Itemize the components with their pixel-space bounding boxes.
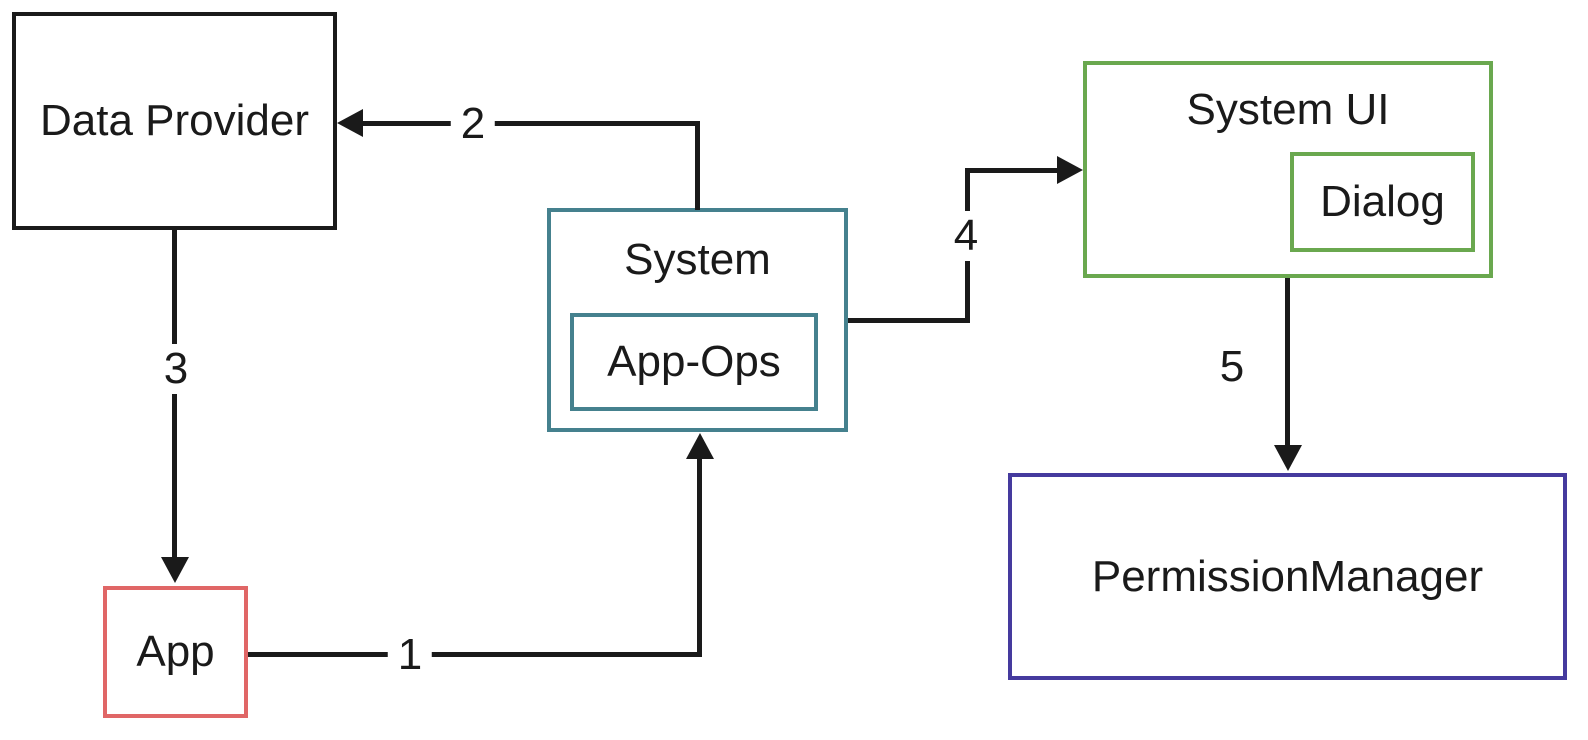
arrow-2-vertical-segment — [695, 121, 700, 210]
arrow-1-horizontal-segment — [248, 652, 702, 657]
system-ui-label: System UI — [1186, 85, 1390, 134]
arrow-4-lower-horizontal-segment — [848, 318, 970, 323]
arrow-4-upper-horizontal-segment — [965, 168, 1060, 173]
app-ops-box: App-Ops — [570, 313, 818, 411]
system-ui-box: System UI Dialog — [1083, 61, 1493, 278]
arrow-5-label: 5 — [1209, 342, 1255, 392]
arrow-3-arrowhead-icon — [161, 557, 189, 583]
arrow-2-label: 2 — [450, 99, 496, 149]
arrow-4-arrowhead-icon — [1057, 156, 1083, 184]
app-box: App — [103, 586, 248, 718]
arrow-1-arrowhead-icon — [686, 433, 714, 459]
arrow-2-arrowhead-icon — [337, 109, 363, 137]
app-label: App — [136, 627, 215, 676]
arrow-3-vertical-segment — [172, 230, 177, 560]
permission-manager-box: PermissionManager — [1008, 473, 1567, 680]
arrow-1-vertical-segment — [697, 454, 702, 657]
dialog-box: Dialog — [1290, 152, 1475, 252]
arrow-1-label: 1 — [387, 630, 433, 680]
data-provider-box: Data Provider — [12, 12, 337, 230]
app-ops-label: App-Ops — [607, 337, 781, 386]
arrow-3-label: 3 — [153, 344, 199, 394]
arrow-2-horizontal-segment — [360, 121, 700, 126]
permission-manager-label: PermissionManager — [1091, 551, 1484, 601]
arrow-5-arrowhead-icon — [1274, 445, 1302, 471]
arrow-4-label: 4 — [943, 211, 989, 261]
system-label: System — [624, 235, 771, 284]
data-provider-label: Data Provider — [39, 96, 309, 145]
system-box: System App-Ops — [547, 208, 848, 432]
dialog-label: Dialog — [1320, 177, 1445, 226]
arrow-5-vertical-segment — [1285, 278, 1290, 448]
